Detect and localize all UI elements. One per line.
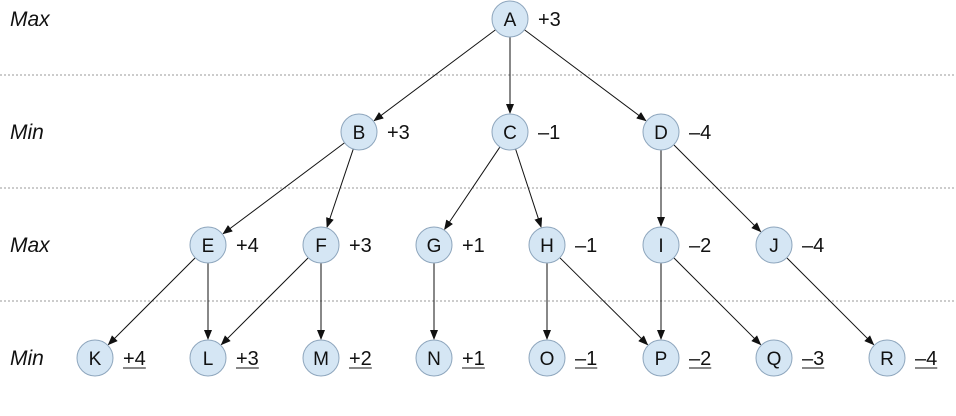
leaf-value: +3 [236,348,259,370]
node-circle [642,113,680,151]
node-value: +3 [349,235,372,257]
node-k: K +4 [76,339,146,377]
leaf-value: –2 [689,348,711,370]
node-p: P –2 [642,339,712,377]
node-circle [340,113,378,151]
node-value: +3 [387,122,410,144]
edge-a-b [373,29,496,122]
node-circle [528,339,566,377]
node-c: C –1 [491,113,560,151]
node-value: –4 [689,122,711,144]
level-label-max: Max [10,234,51,257]
node-n: N +1 [415,339,485,377]
edge-h-p [559,257,649,346]
node-circle [528,226,566,264]
node-letter: H [540,236,554,257]
node-circle [491,113,529,151]
node-value: –1 [538,122,560,144]
node-circle [302,226,340,264]
leaf-value: +1 [462,348,485,370]
node-letter: Q [767,349,782,370]
node-letter: M [313,349,329,370]
leaf-value: –4 [915,348,937,370]
node-letter: K [89,349,102,370]
edge-i-q [673,257,762,346]
node-letter: E [202,236,215,257]
node-circle [755,226,793,264]
level-dividers [0,74,956,302]
node-o: O –1 [528,339,598,377]
node-l: L +3 [189,339,259,377]
node-letter: F [315,236,327,257]
node-circle [868,339,906,377]
leaf-value: –1 [575,348,597,370]
node-q: Q –3 [755,339,825,377]
node-value: +3 [538,9,561,31]
node-letter: I [658,236,663,257]
node-j: J –4 [755,226,824,264]
node-circle [642,226,680,264]
node-d: D –4 [642,113,711,151]
node-value: –2 [689,235,711,257]
node-value: +1 [462,235,485,257]
edge-f-l [220,257,309,346]
node-circle [415,339,453,377]
node-letter: L [203,349,214,370]
node-circle [755,339,793,377]
leaf-value: –3 [802,348,824,370]
node-letter: N [427,349,441,370]
node-m: M +2 [302,339,372,377]
node-value: –1 [575,235,597,257]
node-value: –4 [802,235,824,257]
node-letter: O [540,349,555,370]
node-r: R –4 [868,339,938,377]
node-e: E +4 [189,226,259,264]
level-label-min: Min [10,121,44,144]
node-value: +4 [236,235,259,257]
node-letter: P [655,349,668,370]
node-circle [189,226,227,264]
node-letter: B [353,123,366,144]
leaf-value: +4 [123,348,146,370]
node-circle [415,226,453,264]
edge-e-k [107,257,196,346]
level-label-max: Max [10,8,51,31]
node-letter: A [504,10,517,31]
node-letter: R [880,349,894,370]
edge-c-h [515,148,543,228]
edge-c-g [444,146,501,231]
node-letter: D [654,123,668,144]
edge-a-d [524,29,647,122]
node-letter: C [503,123,517,144]
node-f: F +3 [302,226,372,264]
edge-b-e [222,142,345,235]
node-b: B +3 [340,113,410,151]
node-circle [76,339,114,377]
node-circle [491,0,529,38]
node-circle [642,339,680,377]
leaf-value: +2 [349,348,372,370]
tree-edges [107,29,875,346]
node-letter: J [769,236,779,257]
node-g: G +1 [415,226,485,264]
node-circle [189,339,227,377]
node-circle [302,339,340,377]
level-label-min: Min [10,347,44,370]
node-letter: G [427,236,442,257]
edge-b-f [326,148,354,228]
edge-j-r [786,257,875,346]
edge-d-j [673,144,762,233]
node-i: I –2 [642,226,711,264]
node-a: A +3 [491,0,561,38]
node-h: H –1 [528,226,597,264]
